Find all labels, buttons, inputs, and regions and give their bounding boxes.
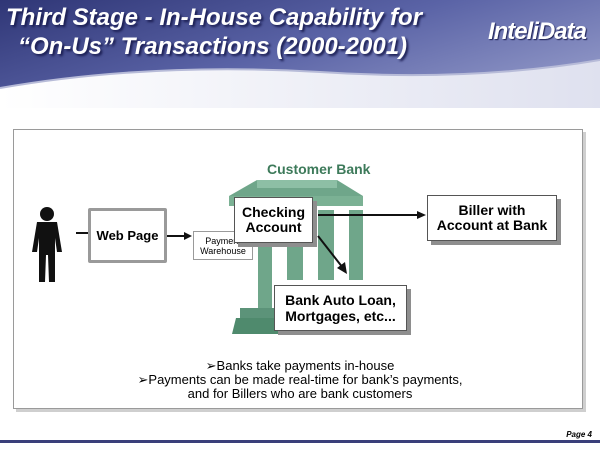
arrow-webpage-warehouse — [164, 232, 192, 240]
biller-label-1: Biller with — [458, 202, 526, 218]
header-background — [0, 0, 600, 108]
arrow-checking-biller — [318, 211, 426, 219]
autoloan-label-1: Bank Auto Loan, — [285, 292, 396, 308]
payment-warehouse-label-1: Payment — [205, 235, 241, 246]
intelidata-logo: InteliData — [487, 18, 587, 45]
customer-bank-label: Customer Bank — [267, 161, 371, 177]
auto-loan-box: Bank Auto Loan, Mortgages, etc... — [274, 285, 407, 331]
bullet-item: ➢Payments can be made real-time for bank… — [137, 372, 463, 387]
footer-divider — [0, 440, 600, 443]
arrow-checking-autoloan — [317, 235, 347, 274]
bullet-item: ➢Banks take payments in-house — [205, 358, 395, 373]
web-page-box: Web Page — [88, 208, 167, 263]
person-icon — [32, 207, 62, 282]
biller-box: Biller with Account at Bank — [427, 195, 557, 241]
autoloan-label-2: Mortgages, etc... — [285, 308, 396, 324]
header-banner: Third Stage - In-House Capability for “O… — [0, 0, 600, 108]
biller-label-2: Account at Bank — [436, 217, 548, 233]
page-title-line-1: Third Stage - In-House Capability for — [6, 4, 423, 31]
payment-warehouse-label-2: Warehouse — [200, 245, 246, 256]
bullet-list: ➢Banks take payments in-house ➢Payments … — [100, 359, 500, 401]
page-title-line-2: “On-Us” Transactions (2000-2001) — [18, 33, 408, 60]
checking-account-box: Checking Account — [234, 197, 313, 243]
bullet-item-continuation: and for Billers who are bank customers — [187, 386, 413, 401]
web-page-label: Web Page — [96, 228, 159, 243]
page-number: Page 4 — [566, 430, 592, 439]
checking-label-2: Account — [245, 219, 302, 235]
checking-label-1: Checking — [241, 204, 305, 220]
